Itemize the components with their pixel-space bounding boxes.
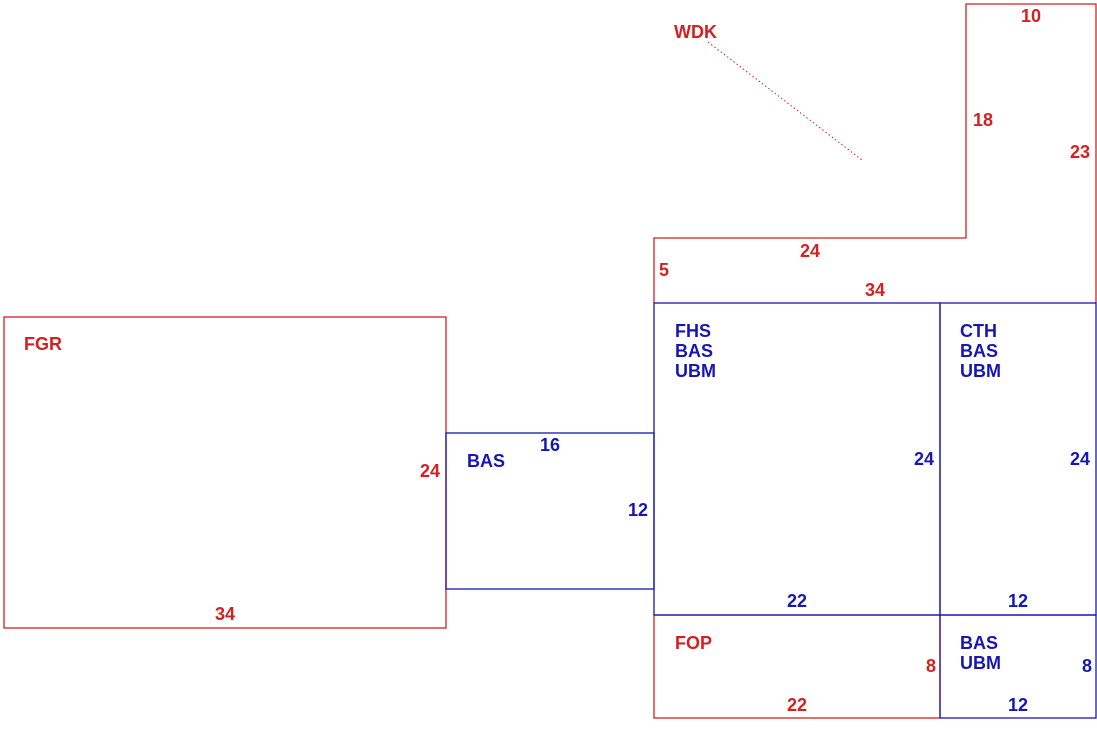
fgr-dim-right: 24 bbox=[420, 461, 440, 481]
se-dim-bottom: 12 bbox=[1008, 695, 1028, 715]
se-area bbox=[939, 614, 1097, 719]
se-code-label-2: UBM bbox=[960, 653, 1001, 673]
bas-connector-code-label: BAS bbox=[467, 451, 505, 471]
main-dim-right: 24 bbox=[914, 449, 934, 469]
bas-connector-dim-top: 16 bbox=[540, 435, 560, 455]
fop-code-label: FOP bbox=[675, 633, 712, 653]
fgr-dim-bottom: 34 bbox=[215, 604, 235, 624]
wdk-leader-line bbox=[707, 41, 863, 161]
wdk-dim-inner-vertical: 18 bbox=[973, 110, 993, 130]
fop-dim-bottom: 22 bbox=[787, 695, 807, 715]
fop-dim-right: 8 bbox=[926, 656, 936, 676]
wdk-dim-right: 23 bbox=[1070, 142, 1090, 162]
wdk-dim-left: 5 bbox=[659, 260, 669, 280]
east-dim-bottom: 12 bbox=[1008, 591, 1028, 611]
main-code-label-2: BAS bbox=[675, 341, 713, 361]
main-code-label-3: UBM bbox=[675, 361, 716, 381]
east-code-label-2: BAS bbox=[960, 341, 998, 361]
main-code-label-1: FHS bbox=[675, 321, 711, 341]
wdk-code-label: WDK bbox=[674, 22, 717, 42]
main-dim-bottom: 22 bbox=[787, 591, 807, 611]
wdk-dim-step: 24 bbox=[800, 241, 820, 261]
se-code-label-1: BAS bbox=[960, 633, 998, 653]
wdk-dim-top: 10 bbox=[1021, 6, 1041, 26]
fgr-code-label: FGR bbox=[24, 334, 62, 354]
wdk-dim-bottom: 34 bbox=[865, 280, 885, 300]
bas-connector-dim-right: 12 bbox=[628, 500, 648, 520]
east-code-label-3: UBM bbox=[960, 361, 1001, 381]
se-dim-right: 8 bbox=[1082, 656, 1092, 676]
wdk-outline bbox=[653, 3, 1097, 303]
fgr-area bbox=[3, 316, 447, 629]
east-code-label-1: CTH bbox=[960, 321, 997, 341]
east-dim-right: 24 bbox=[1070, 449, 1090, 469]
